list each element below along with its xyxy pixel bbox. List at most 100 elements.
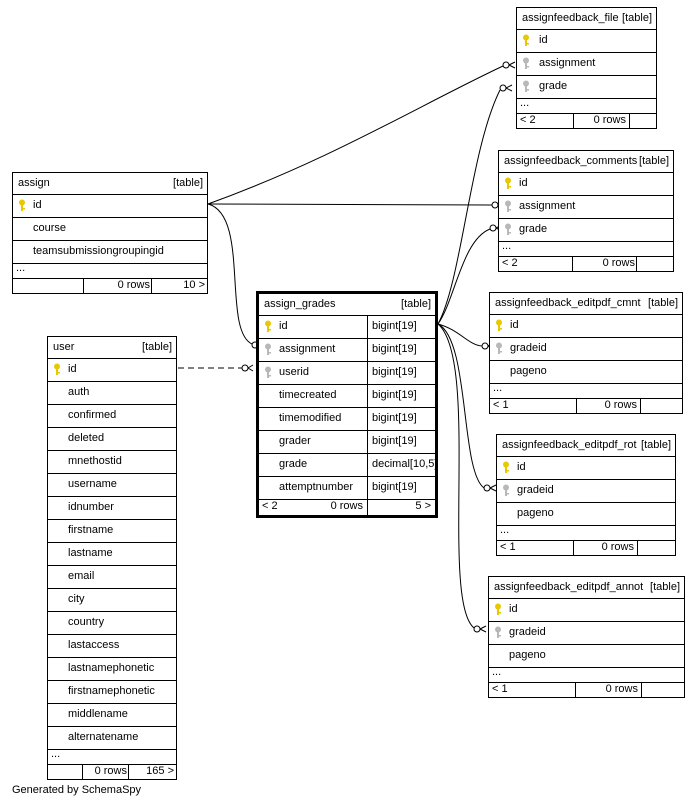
foreign-key-icon [522,80,530,93]
column-row[interactable]: id [497,457,675,480]
column-name: id [539,34,548,46]
column-row[interactable]: lastname [48,543,176,566]
parent-count[interactable]: < 2 [502,257,518,269]
column-name: alternatename [68,731,139,743]
column-type: bigint[19] [367,385,435,407]
column-row[interactable]: pageno [490,361,682,384]
column-row[interactable]: city [48,589,176,612]
table-footer: < 1 0 rows [490,399,682,413]
column-row[interactable]: course [13,218,207,241]
column-name: username [68,478,117,490]
column-row[interactable]: idnumber [48,497,176,520]
table-name[interactable]: assign [18,177,50,189]
column-row[interactable]: auth [48,382,176,405]
column-name: assignment [519,200,576,212]
parent-count[interactable]: < 2 [262,500,278,512]
row-count: 0 rows [83,279,152,293]
column-row[interactable]: gradeid [497,480,675,503]
table-name[interactable]: assignfeedback_editpdf_rot [502,439,637,451]
column-row[interactable]: assignment [517,53,656,76]
table-footer: 0 rows 10 > [13,279,207,293]
column-name: city [68,593,85,605]
column-row[interactable]: deleted [48,428,176,451]
column-row[interactable]: mnethostid [48,451,176,474]
child-count[interactable]: 10 > [151,279,207,293]
foreign-key-icon [504,223,512,236]
table-name[interactable]: assignfeedback_comments [504,155,638,167]
column-row[interactable]: username [48,474,176,497]
table-name[interactable]: assignfeedback_editpdf_cmnt [495,297,641,309]
column-name: idnumber [68,501,114,513]
column-row[interactable]: firstname [48,520,176,543]
table-header: assignfeedback_editpdf_cmnt [table] [490,293,682,315]
primary-key-icon [522,34,530,47]
column-row[interactable]: lastnamephonetic [48,658,176,681]
column-row[interactable]: pageno [497,503,675,526]
column-row[interactable]: gradeid [489,622,684,645]
column-row[interactable]: id [489,599,684,622]
table-name[interactable]: assignfeedback_file [522,12,619,24]
foreign-key-icon [264,343,272,356]
primary-key-icon [504,177,512,190]
column-row[interactable]: teamsubmissiongroupingid [13,241,207,264]
table-type-label: [table] [401,298,431,310]
column-row[interactable]: email [48,566,176,589]
column-name: grade [279,458,308,470]
table-name[interactable]: assign_grades [264,298,336,310]
column-row[interactable]: grade [499,219,673,242]
table-assignfeedback-editpdf-cmnt[interactable]: assignfeedback_editpdf_cmnt [table] id gr… [489,292,683,414]
column-row[interactable]: id [517,30,656,53]
parent-count[interactable]: < 1 [492,683,508,695]
edge-file-assignment [207,65,504,205]
column-row[interactable]: alternatename [48,727,176,750]
primary-key-icon [264,320,272,333]
table-name[interactable]: assignfeedback_editpdf_annot [494,581,644,593]
column-row[interactable]: middlename [48,704,176,727]
column-row[interactable]: gradeid [490,338,682,361]
more-columns-marker: ... [48,748,176,765]
child-count [641,683,684,697]
table-footer: 0 rows 165 > [48,765,176,779]
column-row[interactable]: firstnamephonetic [48,681,176,704]
parent-count[interactable]: < 1 [493,399,509,411]
table-name[interactable]: user [53,341,75,353]
column-row[interactable]: id [48,359,176,382]
column-row[interactable]: id [490,315,682,338]
column-row[interactable]: lastaccess [48,635,176,658]
child-count[interactable]: 5 > [367,500,435,515]
parent-count[interactable]: < 1 [500,541,516,553]
column-row[interactable]: country [48,612,176,635]
parent-count[interactable]: < 2 [520,114,536,126]
column-name: pageno [509,649,546,661]
edge-comments-assignment [207,203,493,206]
column-row[interactable]: confirmed [48,405,176,428]
child-count[interactable]: 165 > [128,765,176,779]
table-footer: < 2 0 rows [499,257,673,271]
column-name: userid [279,366,309,378]
column-type: bigint[19] [367,316,435,338]
column-row[interactable]: id [499,173,673,196]
column-name: grade [519,223,548,235]
column-name: course [33,222,67,234]
column-name: gradeid [510,342,547,354]
column-row[interactable]: assignment [499,196,673,219]
column-row[interactable]: id [13,195,207,218]
column-row[interactable]: pageno [489,645,684,668]
column-row[interactable]: grade [517,76,656,99]
